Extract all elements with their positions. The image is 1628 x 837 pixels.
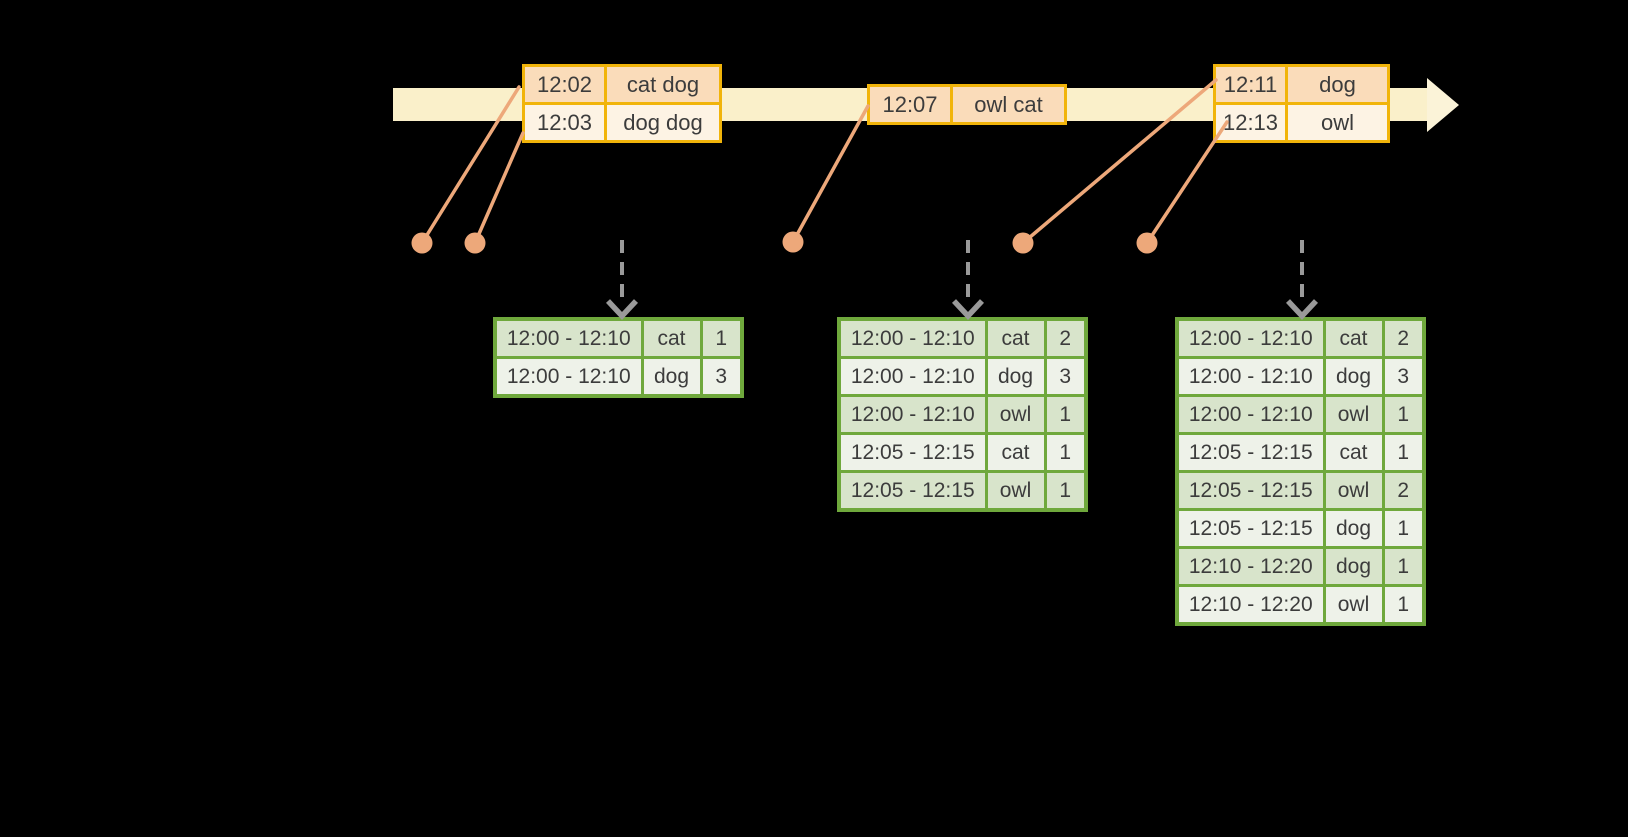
result-row: 12:00 - 12:10 owl 1 xyxy=(1175,394,1426,435)
count-cell: 1 xyxy=(1381,394,1426,435)
word-cell: owl xyxy=(984,394,1047,435)
word-cell: dog xyxy=(1322,356,1385,397)
count-cell: 1 xyxy=(1381,508,1426,549)
count-cell: 1 xyxy=(1381,432,1426,473)
event-connector-line-2 xyxy=(473,131,525,245)
window-cell: 12:05 - 12:15 xyxy=(1175,470,1326,511)
event-words-cell: cat dog xyxy=(604,64,722,105)
event-time-cell: 12:02 xyxy=(522,64,607,105)
event-table-3: 12:11 dog 12:13 owl xyxy=(1213,64,1390,143)
event-row: 12:13 owl xyxy=(1213,102,1390,143)
count-cell: 2 xyxy=(1043,317,1088,359)
count-cell: 1 xyxy=(699,317,744,359)
event-time-cell: 12:13 xyxy=(1213,102,1288,143)
word-cell: cat xyxy=(984,317,1047,359)
result-row: 12:05 - 12:15 owl 2 xyxy=(1175,470,1426,511)
event-words-cell: dog dog xyxy=(604,102,722,143)
window-cell: 12:00 - 12:10 xyxy=(837,394,988,435)
event-row: 12:11 dog xyxy=(1213,64,1390,105)
result-row: 12:00 - 12:10 owl 1 xyxy=(837,394,1088,435)
trigger-arrow-3 xyxy=(1285,240,1319,321)
window-cell: 12:10 - 12:20 xyxy=(1175,546,1326,587)
word-cell: owl xyxy=(1322,394,1385,435)
event-table-2: 12:07 owl cat xyxy=(867,84,1067,125)
result-row: 12:00 - 12:10 dog 3 xyxy=(493,356,744,398)
result-row: 12:05 - 12:15 owl 1 xyxy=(837,470,1088,512)
event-words-cell: owl xyxy=(1285,102,1390,143)
event-row: 12:03 dog dog xyxy=(522,102,722,143)
result-row: 12:10 - 12:20 owl 1 xyxy=(1175,584,1426,626)
result-row: 12:00 - 12:10 cat 2 xyxy=(1175,317,1426,359)
result-row: 12:00 - 12:10 cat 1 xyxy=(493,317,744,359)
window-cell: 12:05 - 12:15 xyxy=(1175,508,1326,549)
event-dots xyxy=(411,231,1158,254)
event-time-cell: 12:07 xyxy=(867,84,953,125)
event-dot-2 xyxy=(464,232,486,254)
word-cell: owl xyxy=(1322,470,1385,511)
word-cell: cat xyxy=(984,432,1047,473)
event-dot-4 xyxy=(1012,232,1034,254)
count-cell: 1 xyxy=(1043,394,1088,435)
event-time-cell: 12:03 xyxy=(522,102,607,143)
event-words-cell: owl cat xyxy=(950,84,1067,125)
word-cell: dog xyxy=(1322,508,1385,549)
count-cell: 1 xyxy=(1043,432,1088,473)
word-cell: cat xyxy=(1322,432,1385,473)
word-cell: dog xyxy=(640,356,703,398)
window-cell: 12:05 - 12:15 xyxy=(837,432,988,473)
event-connector-line-3 xyxy=(791,104,870,244)
count-cell: 2 xyxy=(1381,470,1426,511)
trigger-arrowhead-icon xyxy=(1285,299,1319,321)
event-dot-3 xyxy=(782,231,804,253)
trigger-arrowhead-icon xyxy=(951,299,985,321)
result-row: 12:05 - 12:15 dog 1 xyxy=(1175,508,1426,549)
event-dot-5 xyxy=(1136,232,1158,254)
result-row: 12:05 - 12:15 cat 1 xyxy=(1175,432,1426,473)
window-cell: 12:00 - 12:10 xyxy=(1175,317,1326,359)
word-cell: owl xyxy=(1322,584,1385,626)
window-cell: 12:00 - 12:10 xyxy=(837,317,988,359)
word-cell: cat xyxy=(640,317,703,359)
event-row: 12:02 cat dog xyxy=(522,64,722,105)
count-cell: 1 xyxy=(1043,470,1088,512)
window-cell: 12:05 - 12:15 xyxy=(1175,432,1326,473)
event-dot-1 xyxy=(411,232,433,254)
window-cell: 12:05 - 12:15 xyxy=(837,470,988,512)
trigger-arrow-2 xyxy=(951,240,985,321)
trigger-arrowhead-icon xyxy=(605,299,639,321)
result-table-1: 12:00 - 12:10 cat 1 12:00 - 12:10 dog 3 xyxy=(493,317,744,398)
word-cell: dog xyxy=(1322,546,1385,587)
trigger-arrow-1 xyxy=(605,240,639,321)
trigger-arrows xyxy=(605,240,1319,321)
event-table-1: 12:02 cat dog 12:03 dog dog xyxy=(522,64,722,143)
window-cell: 12:00 - 12:10 xyxy=(493,317,644,359)
result-row: 12:10 - 12:20 dog 1 xyxy=(1175,546,1426,587)
event-row: 12:07 owl cat xyxy=(867,84,1067,125)
window-cell: 12:00 - 12:10 xyxy=(837,356,988,397)
result-row: 12:00 - 12:10 dog 3 xyxy=(837,356,1088,397)
timeline-arrowhead-icon xyxy=(1427,78,1459,132)
window-cell: 12:00 - 12:10 xyxy=(1175,394,1326,435)
count-cell: 3 xyxy=(1381,356,1426,397)
count-cell: 1 xyxy=(1381,546,1426,587)
count-cell: 1 xyxy=(1381,584,1426,626)
window-cell: 12:10 - 12:20 xyxy=(1175,584,1326,626)
result-row: 12:05 - 12:15 cat 1 xyxy=(837,432,1088,473)
result-row: 12:00 - 12:10 cat 2 xyxy=(837,317,1088,359)
result-table-3: 12:00 - 12:10 cat 2 12:00 - 12:10 dog 3 … xyxy=(1175,317,1426,626)
count-cell: 2 xyxy=(1381,317,1426,359)
count-cell: 3 xyxy=(699,356,744,398)
event-time-cell: 12:11 xyxy=(1213,64,1288,105)
result-table-2: 12:00 - 12:10 cat 2 12:00 - 12:10 dog 3 … xyxy=(837,317,1088,512)
result-row: 12:00 - 12:10 dog 3 xyxy=(1175,356,1426,397)
word-cell: cat xyxy=(1322,317,1385,359)
count-cell: 3 xyxy=(1043,356,1088,397)
window-cell: 12:00 - 12:10 xyxy=(1175,356,1326,397)
event-words-cell: dog xyxy=(1285,64,1390,105)
window-cell: 12:00 - 12:10 xyxy=(493,356,644,398)
word-cell: dog xyxy=(984,356,1047,397)
word-cell: owl xyxy=(984,470,1047,512)
